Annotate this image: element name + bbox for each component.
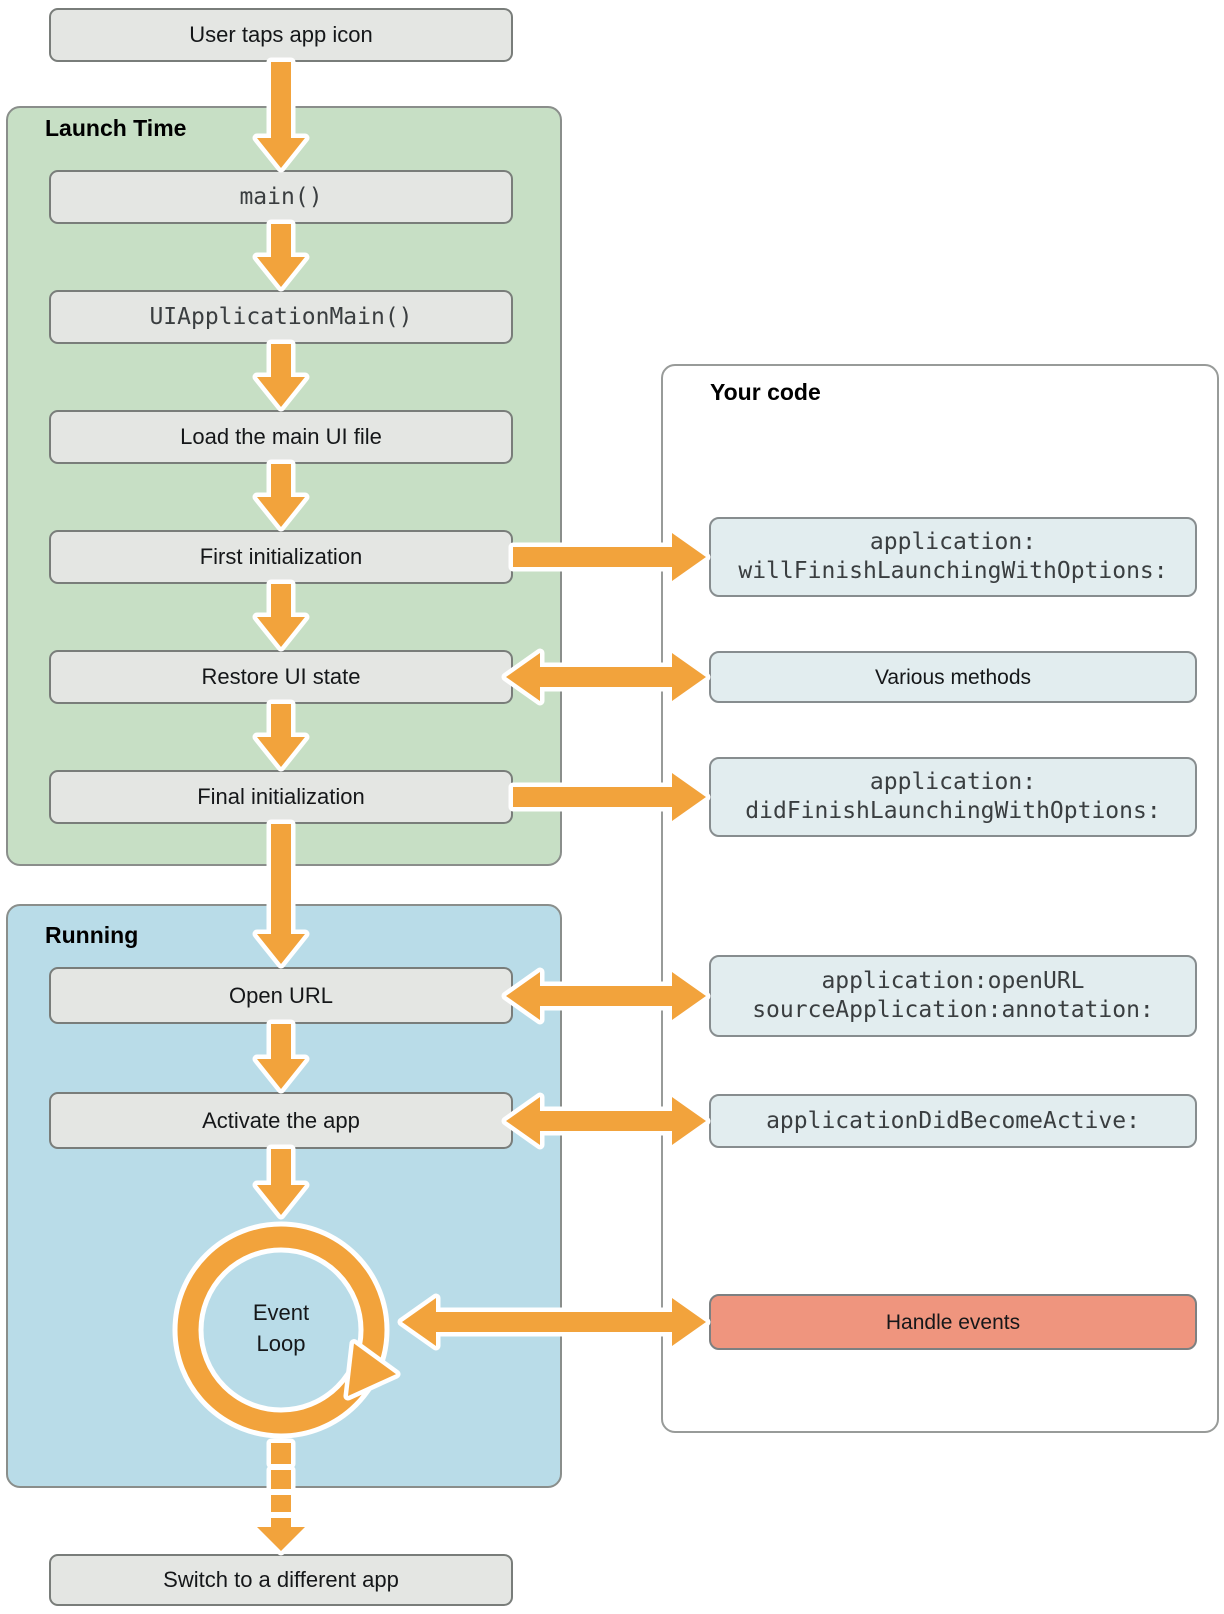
arrow-event-loop-to-switch-dash2 [271,1470,291,1489]
arrow-load-ui-to-first-initialization [257,464,305,527]
arrow-uiapplicationmain-to-load-ui [257,344,305,407]
arrow-final-initialization-to-open-url [257,824,305,964]
event-loop-label-line2: Loop [256,1331,306,1356]
arrow-restore-ui-to-final-initialization [257,704,305,767]
arrow-user-taps-to-main [257,62,305,168]
event-loop-arrowhead [347,1343,397,1397]
event-loop-label-line1: Event [252,1300,310,1325]
code-box-will-finish-launching: application: willFinishLaunchingWithOptio… [709,517,1197,597]
event-loop-label: Event Loop [181,1297,381,1359]
code-box-did-become-active-line1: applicationDidBecomeActive: [766,1107,1140,1134]
code-box-open-url-source-application: application:openURL sourceApplication:ann… [709,955,1197,1037]
flow-step-uiapplicationmain: UIApplicationMain() [49,290,513,344]
code-box-did-finish-launching-line2: didFinishLaunchingWithOptions: [745,798,1161,824]
arrow-event-loop-to-switch-head [257,1518,305,1551]
arrow-main-to-uiapplicationmain [257,224,305,287]
arrow-first-initialization-to-will-finish [513,533,706,581]
arrow-final-initialization-to-did-finish [513,773,706,821]
launch-time-label: Launch Time [45,115,187,141]
arrow-activate-app-did-become-active [506,1097,706,1145]
code-box-will-finish-launching-line2: willFinishLaunchingWithOptions: [738,558,1168,584]
flow-step-open-url: Open URL [49,967,513,1024]
event-loop-ring [177,1226,385,1434]
code-box-did-finish-launching: application: didFinishLaunchingWithOption… [709,757,1197,837]
running-label: Running [45,922,139,948]
arrow-activate-app-to-event-loop [257,1149,305,1215]
arrow-first-initialization-to-restore-ui [257,584,305,647]
code-box-various-methods: Various methods [709,651,1197,703]
code-box-open-url-source-application-line1: application:openURL [821,968,1085,994]
code-box-various-methods-line1: Various methods [874,665,1032,689]
flow-step-restore-ui-state: Restore UI state [49,650,513,704]
code-box-did-finish-launching-line1: application: [869,769,1037,795]
arrow-open-url-to-activate-app [257,1024,305,1089]
flow-step-first-initialization: First initialization [49,530,513,584]
code-box-open-url-source-application-line2: sourceApplication:annotation: [752,997,1154,1023]
arrow-event-loop-to-switch-dash3 [271,1495,291,1512]
flow-step-main: main() [49,170,513,224]
code-box-did-become-active: applicationDidBecomeActive: [709,1094,1197,1148]
your-code-label: Your code [710,379,821,405]
code-box-handle-events-line1: Handle events [885,1310,1021,1334]
code-box-handle-events: Handle events [709,1294,1197,1350]
arrow-restore-ui-various-methods [506,653,706,701]
arrow-event-loop-handle-events [402,1298,706,1346]
code-box-will-finish-launching-line1: application: [869,529,1037,555]
arrow-event-loop-to-switch-dash1 [271,1443,291,1464]
flow-step-user-taps-app-icon: User taps app icon [49,8,513,62]
flow-step-load-main-ui: Load the main UI file [49,410,513,464]
arrow-open-url-handler [506,972,706,1020]
